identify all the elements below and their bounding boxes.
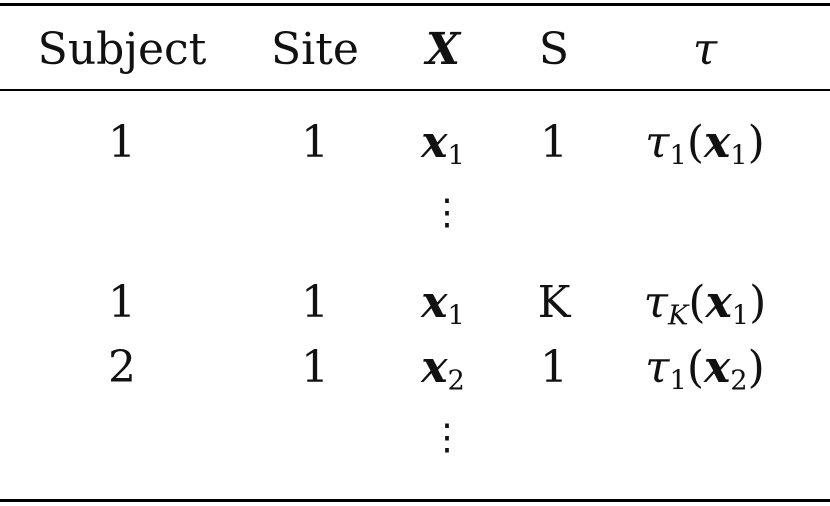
tau-symbol: τ: [643, 277, 669, 328]
x-subscript: 1: [447, 300, 465, 332]
cell-s: K: [537, 277, 571, 328]
header-rule: [0, 89, 830, 91]
tau-symbol: τ: [645, 117, 670, 168]
x-symbol: x: [421, 117, 448, 168]
cell-s: 1: [540, 342, 568, 393]
x-subscript: 1: [447, 140, 465, 172]
header-subject: Subject: [37, 24, 207, 75]
x-symbol: x: [705, 277, 732, 328]
header-x: X: [425, 24, 461, 75]
x-subscript: 2: [730, 365, 748, 397]
tau-subscript: 1: [669, 140, 687, 172]
header-site: Site: [271, 24, 359, 75]
paren-open: (: [686, 117, 705, 168]
cell-subject: 1: [108, 277, 136, 328]
cell-x: x1: [421, 121, 465, 170]
cell-site: 1: [301, 117, 329, 168]
vertical-ellipsis: ⋮: [429, 417, 465, 458]
x-symbol: x: [704, 117, 731, 168]
cell-subject: 1: [108, 117, 136, 168]
cell-s: 1: [540, 117, 568, 168]
paren-open: (: [686, 342, 705, 393]
top-rule: [0, 3, 830, 6]
x-subscript: 2: [447, 365, 465, 397]
tau-subscript: 1: [669, 365, 687, 397]
paren-open: (: [688, 277, 706, 328]
x-symbol: x: [421, 277, 448, 328]
paren-close: ): [747, 117, 765, 168]
paren-close: ): [749, 277, 767, 328]
cell-tau: τK(x1): [644, 281, 767, 330]
tau-subscript: K: [668, 300, 689, 332]
cell-tau: τ1(x2): [645, 346, 765, 395]
header-tau: τ: [692, 24, 718, 75]
cell-tau: τ1(x1): [645, 121, 765, 170]
x-symbol: x: [704, 342, 731, 393]
cell-subject: 2: [108, 342, 136, 393]
cell-site: 1: [301, 342, 329, 393]
x-subscript: 1: [731, 300, 750, 332]
header-s: S: [538, 24, 570, 75]
bottom-rule: [0, 499, 830, 502]
vertical-ellipsis: ⋮: [429, 192, 465, 233]
paren-close: ): [747, 342, 765, 393]
cell-site: 1: [301, 277, 329, 328]
tau-symbol: τ: [645, 342, 670, 393]
cell-x: x1: [421, 281, 465, 330]
x-subscript: 1: [730, 140, 748, 172]
cell-x: x2: [421, 346, 465, 395]
x-symbol: x: [421, 342, 448, 393]
